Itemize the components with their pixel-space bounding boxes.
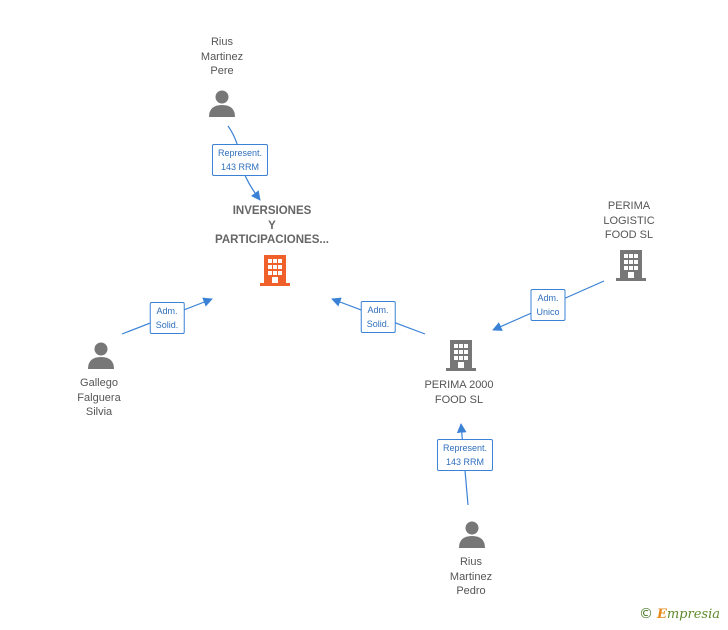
- brand-initial: E: [656, 607, 667, 622]
- edge-label-line: Represent.: [217, 148, 263, 158]
- label-line: LOGISTIC: [603, 214, 655, 227]
- building-icon-perima-2000[interactable]: [446, 340, 476, 371]
- copyright-icon: ©: [638, 606, 653, 622]
- edge-label-perima2000-main[interactable]: Adm. Solid.: [360, 301, 396, 333]
- edge-label-line: Solid.: [366, 319, 390, 329]
- building-icon-perima-logistic[interactable]: [616, 250, 646, 281]
- label-line: FOOD SL: [434, 393, 484, 406]
- brand-name: mpresia: [666, 607, 720, 622]
- edge-label-pedro-2000[interactable]: Represent. 143 RRM: [436, 439, 494, 471]
- brand-logo: ©Empresia: [639, 606, 720, 622]
- label-line: PARTICIPACIONES...: [215, 234, 329, 246]
- edge-label-line: Adm.: [156, 306, 178, 316]
- label-line: Martinez: [200, 50, 244, 63]
- label-line: PERIMA: [607, 200, 651, 212]
- person-icon-rius-pedro[interactable]: [459, 521, 485, 549]
- edge-label-logistic-2000[interactable]: Adm. Unico: [530, 289, 566, 321]
- node-label-perima-2000[interactable]: PERIMA 2000 FOOD SL: [424, 378, 493, 407]
- edge-label-line: Solid.: [155, 320, 179, 330]
- label-line: FOOD SL: [604, 229, 654, 241]
- person-icon-gallego[interactable]: [88, 342, 114, 370]
- node-label-perima-logistic[interactable]: PERIMA LOGISTIC FOOD SL: [603, 199, 654, 243]
- label-line: PERIMA 2000: [424, 379, 494, 391]
- node-label-gallego[interactable]: Gallego Falguera Silvia: [77, 376, 120, 420]
- edge-label-line: Unico: [536, 307, 560, 317]
- label-line: Falguera: [77, 391, 121, 404]
- edge-label-line: 143 RRM: [220, 162, 259, 172]
- node-label-main[interactable]: INVERSIONES Y PARTICIPACIONES...: [215, 204, 329, 248]
- person-icon-rius-pere[interactable]: [209, 90, 235, 118]
- node-label-rius-pedro[interactable]: Rius Martinez Pedro: [450, 555, 492, 599]
- building-icon-main[interactable]: [260, 255, 290, 286]
- node-label-rius-pere[interactable]: Rius Martinez Pere: [201, 35, 243, 79]
- label-line: Silvia: [85, 406, 113, 418]
- label-line: INVERSIONES: [232, 205, 312, 217]
- edge-label-line: 143 RRM: [445, 457, 484, 467]
- edge-label-line: Represent.: [442, 443, 488, 453]
- label-line: Gallego: [80, 377, 118, 389]
- edge-label-pere-main[interactable]: Represent. 143 RRM: [211, 144, 269, 176]
- label-line: Martinez: [449, 570, 493, 583]
- edge-label-gallego-main[interactable]: Adm. Solid.: [149, 302, 185, 334]
- label-line: Pedro: [456, 585, 486, 597]
- edge-label-line: Adm.: [367, 305, 389, 315]
- label-line: Rius: [210, 36, 233, 48]
- edge-label-line: Adm.: [537, 293, 559, 303]
- label-line: Rius: [459, 556, 482, 568]
- label-line: Pere: [210, 65, 234, 77]
- label-line: Y: [268, 219, 276, 232]
